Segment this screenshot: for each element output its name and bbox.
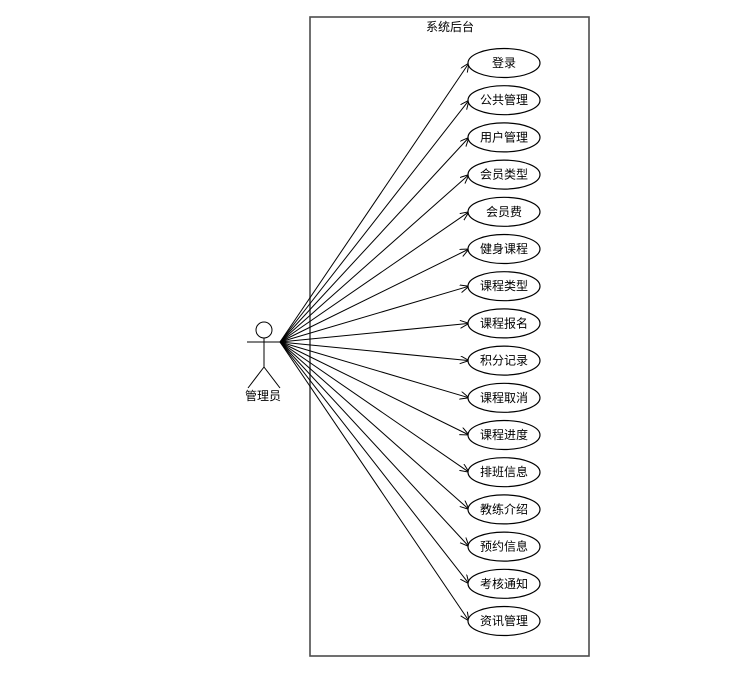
usecase-label: 会员类型 <box>480 168 528 182</box>
usecase-label: 课程报名 <box>480 315 528 330</box>
usecase-label: 资讯管理 <box>480 613 528 628</box>
association-line <box>279 341 469 398</box>
usecase-label: 课程取消 <box>480 390 528 405</box>
association-line <box>279 341 469 547</box>
usecase-ellipse <box>467 159 541 190</box>
association-line <box>279 137 469 343</box>
usecase-label: 用户管理 <box>480 129 528 144</box>
association-line <box>279 341 469 509</box>
system-boundary <box>309 16 590 657</box>
association-line <box>279 175 469 343</box>
actor-label: 管理员 <box>245 388 281 403</box>
usecase-label: 公共管理 <box>480 92 528 107</box>
usecase-ellipse <box>467 345 541 376</box>
usecase-label: 排班信息 <box>480 464 528 479</box>
association-line <box>279 286 469 343</box>
usecase-ellipse <box>467 233 541 265</box>
association-line <box>279 323 469 343</box>
usecase-label: 教练介绍 <box>480 501 528 516</box>
usecase-label: 登录 <box>492 55 516 70</box>
usecase-ellipse <box>467 568 541 599</box>
usecase-ellipse <box>467 494 541 525</box>
actor-left-leg <box>247 366 265 389</box>
association-line <box>279 341 469 435</box>
usecase-label: 预约信息 <box>480 539 528 554</box>
association-line <box>279 212 469 343</box>
usecase-ellipse <box>467 605 541 637</box>
usecase-ellipse <box>467 419 541 451</box>
usecase-ellipse <box>467 457 541 488</box>
association-line <box>279 341 469 472</box>
association-line <box>279 249 469 343</box>
actor-head <box>255 321 273 339</box>
usecase-label: 课程类型 <box>480 278 528 293</box>
system-boundary-title: 系统后台 <box>426 19 474 34</box>
usecase-ellipse <box>467 85 541 116</box>
usecase-label: 会员费 <box>486 205 522 219</box>
usecase-ellipse <box>467 47 541 79</box>
usecase-label: 健身课程 <box>480 241 528 256</box>
usecase-label: 积分记录 <box>480 354 528 368</box>
usecase-ellipse <box>467 196 541 227</box>
actor-right-leg <box>263 366 281 389</box>
usecase-label: 课程进度 <box>480 427 528 442</box>
usecase-label: 考核通知 <box>480 577 528 591</box>
association-line <box>279 100 469 343</box>
usecase-ellipse <box>467 122 541 153</box>
association-line <box>279 341 469 621</box>
usecase-ellipse <box>467 308 541 339</box>
usecase-ellipse <box>467 382 541 413</box>
association-line <box>279 341 469 361</box>
usecase-ellipse <box>467 271 541 302</box>
association-line <box>279 63 469 343</box>
usecase-ellipse <box>467 531 541 562</box>
association-line <box>279 341 469 584</box>
